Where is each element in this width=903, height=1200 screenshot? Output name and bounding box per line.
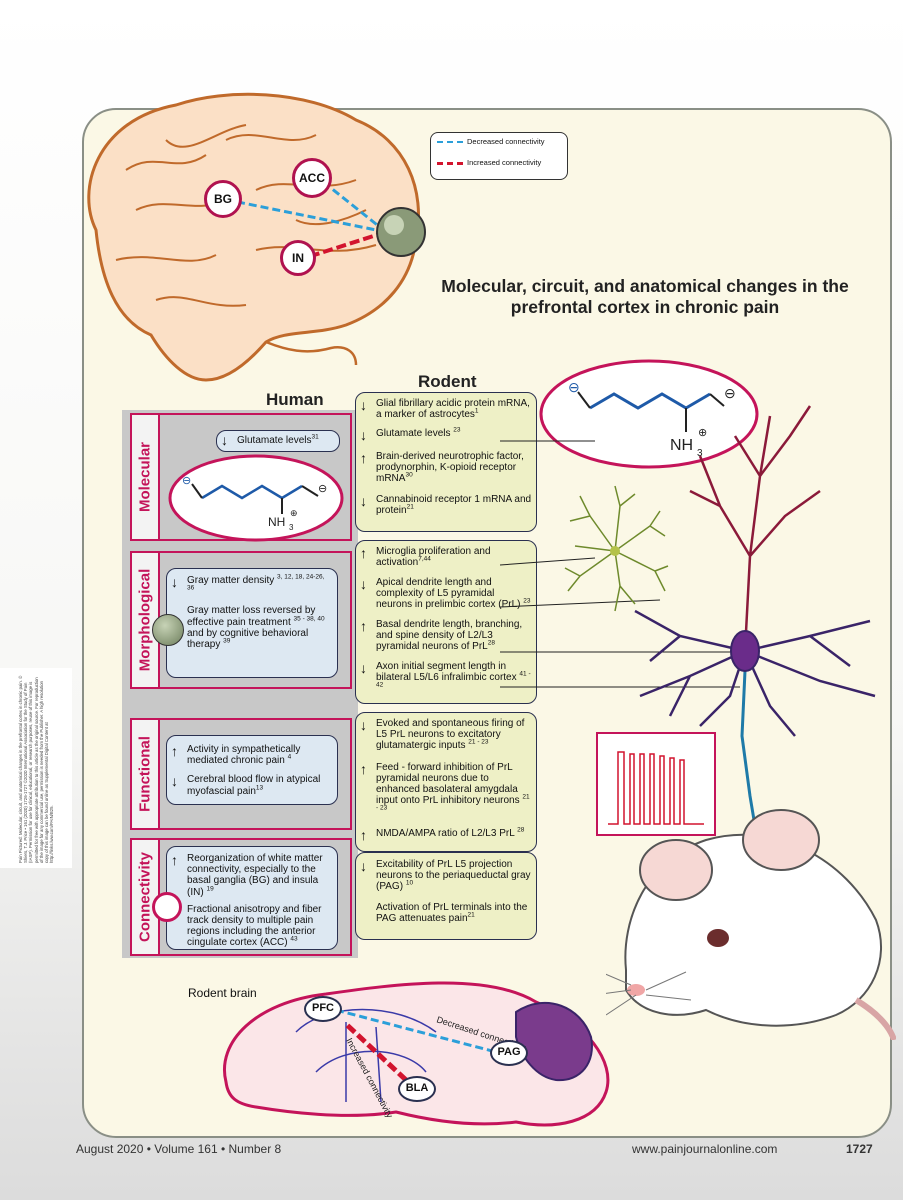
- arrow-down-icon: ↓: [360, 397, 367, 413]
- arrow-down-icon: ↓: [171, 574, 178, 590]
- arrow-down-icon: ↓: [360, 660, 367, 676]
- figure-title: Molecular, circuit, and anatomical chang…: [441, 276, 849, 317]
- legend-decreased-swatch: [437, 141, 463, 143]
- category-connectivity: Connectivity: [130, 838, 352, 956]
- rodent-morphological-item: ↑Microglia proliferation and activation7…: [360, 545, 491, 568]
- category-label: Molecular: [136, 441, 154, 513]
- region-pag: PAG: [490, 1040, 528, 1066]
- pfc-node-small: [152, 614, 184, 646]
- arrow-down-icon: ↓: [360, 576, 367, 592]
- human-connectivity-item: ↓ Fractional anisotropy and fiber track …: [167, 904, 337, 949]
- amine-label: NH: [670, 437, 693, 454]
- rodent-brain-label: Rodent brain: [188, 986, 257, 1000]
- page-number: 1727: [846, 1142, 873, 1156]
- rodent-molecular-item: ↓Cannabinoid receptor 1 mRNA and protein…: [360, 493, 532, 516]
- connectivity-marker: [152, 892, 182, 922]
- legend-decreased-label: Decreased connectivity: [467, 137, 545, 146]
- rodent-molecular-item: ↑Brain-derived neurotrophic factor, prod…: [360, 450, 524, 484]
- category-label: Connectivity: [136, 851, 154, 943]
- arrow-up-icon: ↑: [360, 545, 367, 561]
- human-molecular-box: ↓ Glutamate levels31: [216, 430, 340, 452]
- brain-label-acc: ACC: [292, 158, 332, 198]
- human-connectivity-item: ↑ Reorganization of white matter connect…: [171, 852, 323, 898]
- rodent-functional-item: ↑NMDA/AMPA ratio of L2/L3 PrL 28: [360, 826, 525, 843]
- amine-subscript: 3: [697, 448, 703, 459]
- charge-minus-right: ⊖: [724, 385, 736, 401]
- arrow-up-icon: ↑: [360, 618, 367, 634]
- rodent-functional-item: ↑Feed - forward inhibition of PrL pyrami…: [360, 761, 530, 812]
- arrow-down-icon: ↓: [360, 427, 367, 443]
- arrow-down-icon: ↓: [360, 858, 367, 874]
- microglia-illustration: [564, 485, 669, 612]
- human-header: Human: [266, 390, 324, 409]
- journal-url[interactable]: www.painjournalonline.com: [632, 1142, 778, 1156]
- arrow-down-icon: ↓: [360, 493, 367, 509]
- rodent-connectivity-box: ↓Excitability of PrL L5 projection neuro…: [355, 852, 537, 940]
- charge-minus-left: ⊖: [182, 475, 191, 487]
- charge-minus-right: ⊖: [318, 483, 327, 495]
- human-morphological-box: ↓ Gray matter density 3, 12, 18, 24-26, …: [166, 568, 338, 678]
- rodent-brain-illustration: Decreased connectivity Increased connect…: [223, 981, 610, 1127]
- region-bla: BLA: [398, 1076, 436, 1102]
- category-label: Functional: [136, 736, 154, 812]
- arrow-up-icon: ↑: [360, 827, 367, 843]
- legend-increased-swatch: [437, 162, 463, 165]
- rodent-header: Rodent: [418, 372, 477, 391]
- arrow-down-icon: ↓: [360, 717, 367, 733]
- rodent-connectivity-item: Activation of PrL terminals into the PAG…: [376, 902, 528, 924]
- arrow-up-icon: ↑: [360, 450, 367, 466]
- rodent-morphological-box: ↑Microglia proliferation and activation7…: [355, 540, 537, 704]
- amine-label: NH: [268, 515, 285, 529]
- category-functional: Functional: [130, 718, 352, 830]
- arrow-down-icon: ↓: [221, 432, 228, 448]
- legend: Decreased connectivity Increased connect…: [430, 132, 568, 180]
- arrow-up-icon: ↑: [171, 852, 178, 868]
- arrow-up-icon: ↑: [171, 743, 178, 759]
- human-glutamate-molecule: ⊖ ⊖ NH 3 ⊕: [168, 454, 344, 542]
- mouse-illustration: [606, 809, 896, 1040]
- human-functional-box: ↑ Activity in sympathetically mediated c…: [166, 735, 338, 805]
- decreased-connectivity-line: [335, 1008, 497, 1054]
- human-morphological-item: ↓ Gray matter density 3, 12, 18, 24-26, …: [171, 573, 325, 592]
- issue-info: August 2020 • Volume 161 • Number 8: [76, 1142, 282, 1156]
- human-functional-item: ↑ Activity in sympathetically mediated c…: [171, 743, 301, 767]
- firing-trace: [596, 732, 716, 836]
- rodent-morphological-item: ↑Basal dendrite length, branching, and s…: [360, 618, 523, 652]
- human-morphological-item: Gray matter loss reversed by effective p…: [187, 605, 325, 651]
- amine-subscript: 3: [289, 523, 294, 532]
- charge-plus: ⊕: [698, 427, 707, 439]
- rodent-functional-box: ↓Evoked and spontaneous firing of L5 PrL…: [355, 712, 537, 852]
- copyright-text: Pain Pictured: Molecular, circuit, and a…: [17, 675, 55, 863]
- rodent-molecular-box: ↓Glial fibrillary acidic protein mRNA, a…: [355, 392, 537, 532]
- arrow-up-icon: ↑: [360, 761, 367, 777]
- rodent-molecular-item: ↓Glutamate levels 23: [360, 426, 461, 443]
- charge-plus: ⊕: [290, 508, 298, 518]
- brain-label-bg: BG: [204, 180, 242, 218]
- charge-minus-left: ⊖: [568, 379, 580, 395]
- rodent-morphological-item: ↓Axon initial segment length in bilatera…: [360, 660, 531, 689]
- decreased-connectivity-line: [227, 198, 387, 234]
- category-label: Morphological: [136, 568, 154, 672]
- pyramidal-neuron-illustration: [634, 405, 876, 826]
- human-molecular-item: ↓ Glutamate levels31: [221, 432, 319, 448]
- rodent-connectivity-item: ↓Excitability of PrL L5 projection neuro…: [360, 858, 531, 892]
- copyright-sidebar: Pain Pictured: Molecular, circuit, and a…: [0, 668, 72, 868]
- rodent-molecular-item: ↓Glial fibrillary acidic protein mRNA, a…: [360, 397, 530, 420]
- legend-increased-label: Increased connectivity: [467, 158, 542, 167]
- region-pfc: PFC: [304, 996, 342, 1022]
- rodent-functional-item: ↓Evoked and spontaneous firing of L5 PrL…: [360, 717, 525, 751]
- human-functional-item: ↓ Cerebral blood flow in atypical myofas…: [171, 773, 321, 797]
- human-connectivity-box: ↑ Reorganization of white matter connect…: [166, 846, 338, 950]
- arrow-down-icon: ↓: [171, 773, 178, 790]
- increased-connectivity-line: [310, 230, 387, 258]
- brain-label-in: IN: [280, 240, 316, 276]
- rodent-morphological-item: ↓Apical dendrite length and complexity o…: [360, 576, 531, 610]
- human-brain-illustration: [87, 92, 426, 382]
